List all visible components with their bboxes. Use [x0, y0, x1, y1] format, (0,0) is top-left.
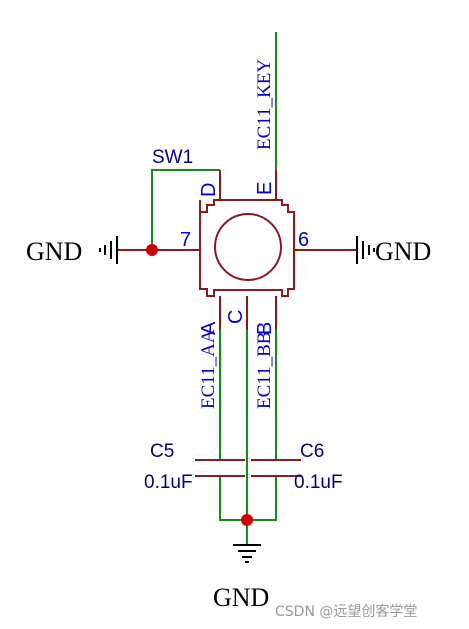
gnd-symbol-left: [99, 236, 118, 264]
pin-label-7: 7: [180, 229, 191, 251]
watermark-text: CSDN @远望创客学堂: [275, 603, 417, 620]
c6-value: 0.1uF: [294, 472, 343, 493]
gnd-label-right: GND: [375, 237, 431, 266]
encoder-knob-circle: [214, 213, 282, 281]
capacitor-c6: [251, 459, 301, 477]
net-label-aa: EC11_AA: [198, 329, 219, 409]
pin-label-d: D: [198, 183, 220, 197]
pin-label-6: 6: [298, 229, 309, 251]
junction-bottom: [241, 514, 253, 526]
c5-designator: C5: [150, 441, 174, 462]
c5-value: 0.1uF: [144, 472, 193, 493]
junction-left: [146, 244, 158, 256]
c6-designator: C6: [300, 441, 324, 462]
pin-label-a: A: [198, 321, 220, 335]
gnd-symbol-bottom: [233, 544, 261, 563]
net-label-key: EC11_KEY: [254, 59, 275, 150]
gnd-label-left: GND: [26, 237, 82, 266]
pin-leads: [117, 170, 357, 330]
wire-sw1-loop: [151, 169, 220, 250]
pin-label-e: E: [254, 182, 276, 195]
encoder-designator: SW1: [152, 147, 193, 168]
gnd-symbol-right: [356, 236, 375, 264]
gnd-label-bottom: GND: [213, 583, 269, 612]
net-label-bb: EC11_BB: [254, 332, 275, 409]
pin-label-b: B: [254, 322, 276, 335]
capacitor-c5: [195, 459, 245, 477]
encoder-sw1: [199, 199, 295, 297]
pin-label-c: C: [225, 310, 247, 324]
